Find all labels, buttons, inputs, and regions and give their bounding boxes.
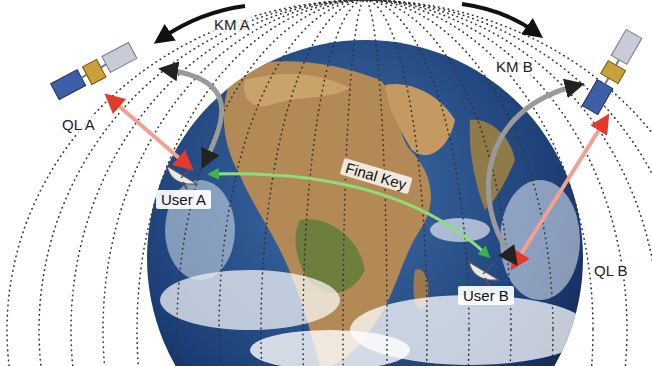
dish-antenna (161, 160, 207, 190)
quantum-link (112, 100, 186, 164)
key-management-arrow (168, 70, 222, 160)
station-label: User A (156, 190, 211, 209)
key-connector (213, 174, 486, 254)
link-label: KM B (494, 58, 535, 75)
quantum-link (516, 122, 604, 262)
ground-station: User A (156, 160, 211, 209)
orbit-lines (7, 0, 652, 366)
link-label: KM A (212, 16, 252, 33)
station-label: User B (458, 286, 514, 305)
satellite (582, 29, 643, 115)
ground-station: User B (458, 256, 514, 305)
link-label: QL B (592, 262, 630, 279)
motion-arrow (462, 4, 535, 32)
dish-antenna (463, 256, 509, 286)
satellite (51, 42, 138, 101)
landmasses (160, 61, 590, 366)
link-label: QL A (60, 116, 97, 133)
key-management-arrow (488, 86, 575, 258)
